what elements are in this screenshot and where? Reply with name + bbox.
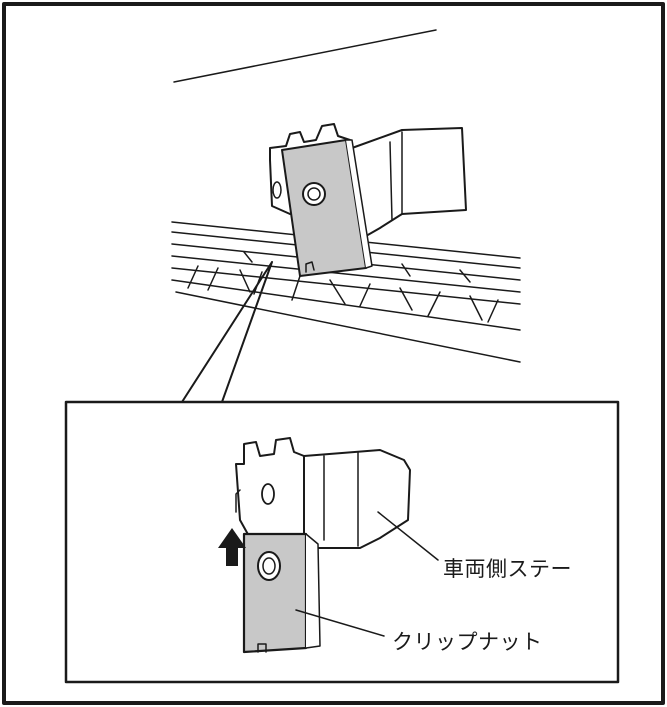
stay-detail xyxy=(303,449,411,549)
stay-overview xyxy=(351,127,467,237)
clip-nut-detail xyxy=(242,532,308,654)
ceiling-line xyxy=(173,29,437,83)
callout-vehicle-stay: 車両側ステー xyxy=(443,557,572,581)
overview-illustration xyxy=(171,29,521,363)
callout-clip-nut: クリップナット xyxy=(392,630,543,654)
detail-illustration xyxy=(235,437,439,654)
clip-leader xyxy=(295,609,385,637)
stay-leader xyxy=(377,511,439,561)
stay-tabs-detail xyxy=(235,437,305,549)
zoom-leader-lines xyxy=(181,261,273,403)
arrow-up-icon xyxy=(218,528,246,566)
